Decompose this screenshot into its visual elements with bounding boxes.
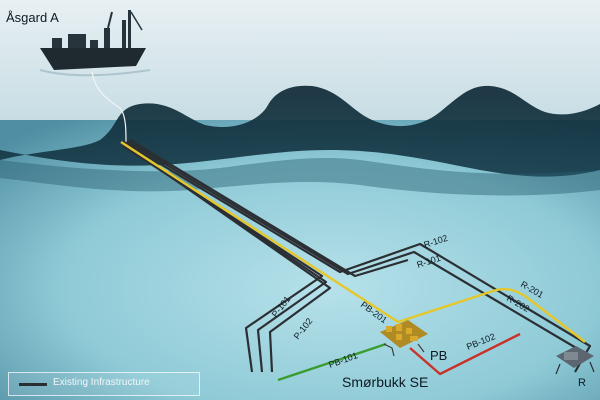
existing-line-2 — [126, 140, 584, 353]
pb-label: PB — [430, 348, 447, 363]
template-r — [555, 346, 595, 375]
template-pb — [380, 320, 428, 357]
legend: Existing Infrastructure — [8, 372, 200, 396]
existing-line-6 — [127, 146, 332, 373]
water-shadow — [0, 157, 600, 196]
vessel-asgard-a — [39, 10, 151, 77]
riser — [91, 71, 127, 143]
legend-swatch-existing — [19, 383, 47, 386]
field-label: Smørbukk SE — [342, 374, 428, 390]
vessel-label: Åsgard A — [6, 10, 59, 25]
green-flowline — [277, 342, 387, 382]
yellow-flowline — [120, 140, 586, 343]
existing-line-3 — [129, 139, 409, 278]
r-label: R — [578, 377, 586, 389]
existing-flowlines — [121, 139, 592, 373]
legend-label-existing: Existing Infrastructure — [53, 377, 150, 388]
red-flowline — [409, 332, 521, 376]
